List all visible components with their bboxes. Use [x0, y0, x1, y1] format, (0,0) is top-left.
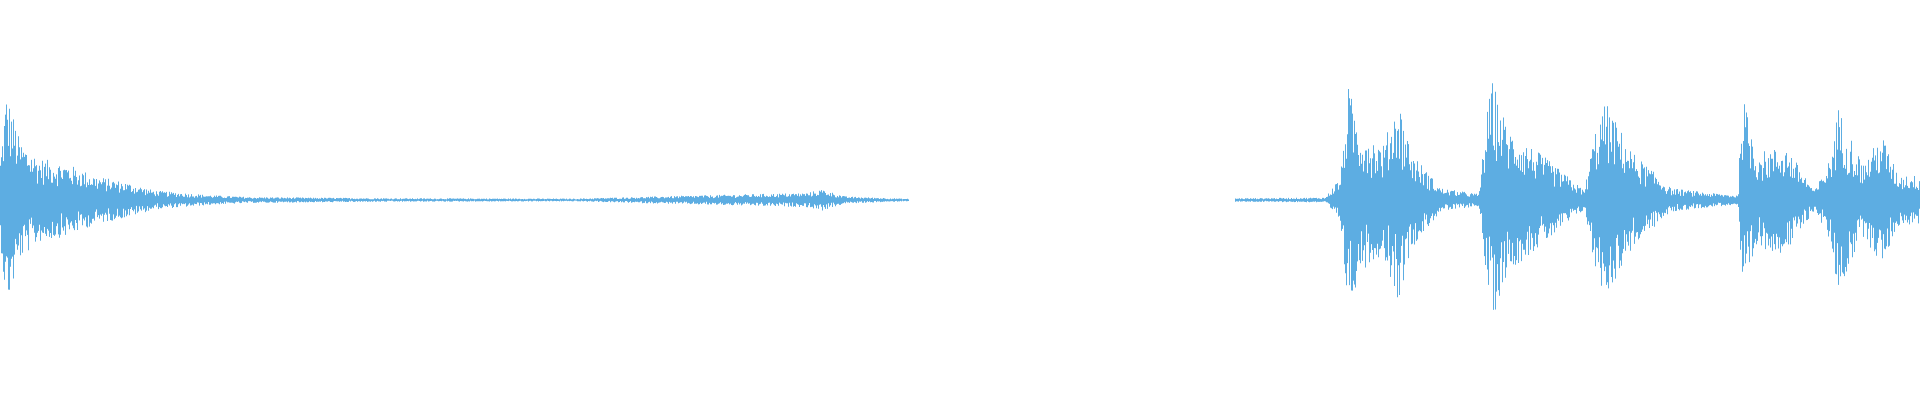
waveform-bars — [0, 83, 1920, 310]
